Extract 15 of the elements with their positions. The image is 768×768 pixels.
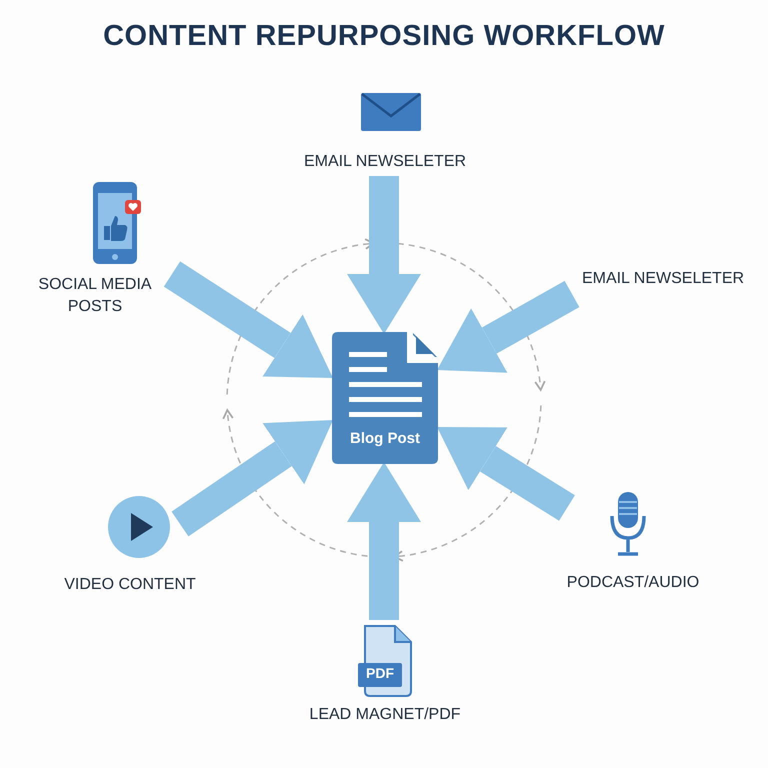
title: CONTENT REPURPOSING WORKFLOW	[102, 20, 666, 53]
node-label: EMAIL NEWSELETER	[580, 269, 746, 289]
block-arrow	[172, 420, 333, 536]
node-label: Blog Post	[349, 429, 421, 449]
file-type-label: PDF	[365, 665, 395, 681]
node-label: LEAD MAGNET/PDF	[308, 705, 462, 725]
block-arrow	[347, 462, 421, 620]
block-arrow	[347, 176, 421, 334]
node-label: SOCIAL MEDIA POSTS	[37, 275, 153, 317]
node-label: VIDEO CONTENT	[63, 575, 197, 595]
block-arrow	[164, 261, 333, 378]
node-label: PODCAST/AUDIO	[566, 573, 700, 593]
block-arrow	[437, 427, 575, 521]
node-label: EMAIL NEWSELETER	[302, 152, 468, 172]
block-arrow	[437, 280, 580, 373]
